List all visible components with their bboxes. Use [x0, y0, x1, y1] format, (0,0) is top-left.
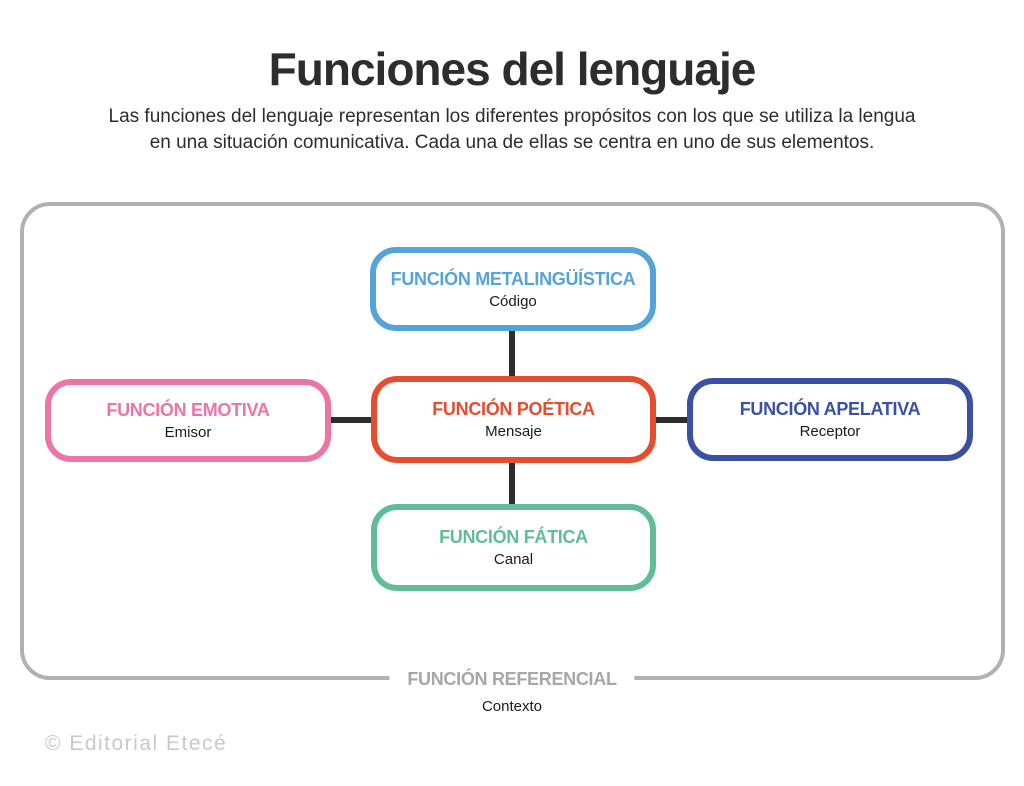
- box-title-metalinguistica: FUNCIÓN METALINGÜÍSTICA: [390, 268, 636, 289]
- box-title-apelativa: FUNCIÓN APELATIVA: [739, 399, 921, 419]
- box-funcion-apelativa: FUNCIÓN APELATIVA Receptor: [687, 378, 973, 461]
- page-subtitle: Las funciones del lenguaje representan l…: [0, 104, 1024, 156]
- connector-left-horizontal: [329, 417, 373, 423]
- box-funcion-fatica: FUNCIÓN FÁTICA Canal: [371, 504, 656, 591]
- subtitle-line-1: Las funciones del lenguaje representan l…: [108, 106, 916, 127]
- box-element-codigo: Código: [489, 292, 537, 310]
- page-title: Funciones del lenguaje: [268, 43, 757, 95]
- box-title-poetica: FUNCIÓN POÉTICA: [432, 399, 595, 419]
- connector-bottom-vertical: [509, 461, 515, 506]
- box-element-receptor: Receptor: [799, 423, 861, 440]
- copyright-notice: © Editorial Etecé: [45, 732, 228, 755]
- label-funcion-referencial: FUNCIÓN REFERENCIAL: [389, 668, 635, 690]
- connector-top-vertical: [509, 330, 515, 379]
- box-funcion-poetica: FUNCIÓN POÉTICA Mensaje: [371, 376, 656, 463]
- box-element-mensaje: Mensaje: [485, 423, 542, 440]
- box-funcion-emotiva: FUNCIÓN EMOTIVA Emisor: [45, 379, 331, 462]
- box-title-fatica: FUNCIÓN FÁTICA: [439, 527, 588, 547]
- connector-right-horizontal: [654, 417, 689, 423]
- subtitle-line-2: en una situación comunicativa. Cada una …: [149, 132, 875, 153]
- box-funcion-metalinguistica: FUNCIÓN METALINGÜÍSTICA Código: [370, 247, 656, 331]
- box-element-emisor: Emisor: [164, 424, 212, 441]
- label-contexto: Contexto: [481, 698, 543, 715]
- box-title-emotiva: FUNCIÓN EMOTIVA: [106, 400, 270, 420]
- box-element-canal: Canal: [493, 551, 534, 568]
